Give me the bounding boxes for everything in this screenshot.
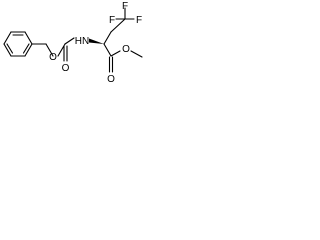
stereo-wedge-bond [89, 38, 104, 44]
ester-methoxy-oxygen: O [122, 44, 130, 55]
ring-double-bond [22, 43, 30, 54]
ring-double-bond [6, 43, 14, 54]
chemical-structure: O O HN F F F O O [3, 1, 143, 85]
ring-bond [3, 43, 12, 57]
carbamate-carbonyl-oxygen: O [62, 63, 70, 74]
alpha-ch2-bond [103, 31, 112, 45]
carbonyl-n-bond [64, 37, 75, 45]
benzene-ring [3, 31, 33, 57]
alpha-ester-bond [103, 43, 112, 57]
ester-carbonyl-oxygen: O [107, 74, 115, 85]
ch2-cf3-bond [110, 18, 126, 33]
ring-bond [24, 43, 33, 57]
fluorine-left: F [109, 15, 115, 26]
ring-bond [24, 31, 33, 45]
carbamate-ester-oxygen: O [49, 52, 57, 63]
nh-label: HN [75, 36, 89, 47]
ring-bond [3, 31, 12, 45]
fluorine-top: F [122, 1, 128, 12]
methyl-bond [130, 50, 143, 58]
ester-o-bond [110, 50, 121, 57]
fluorine-right: F [136, 15, 142, 26]
ch2-o-bond [45, 43, 54, 57]
